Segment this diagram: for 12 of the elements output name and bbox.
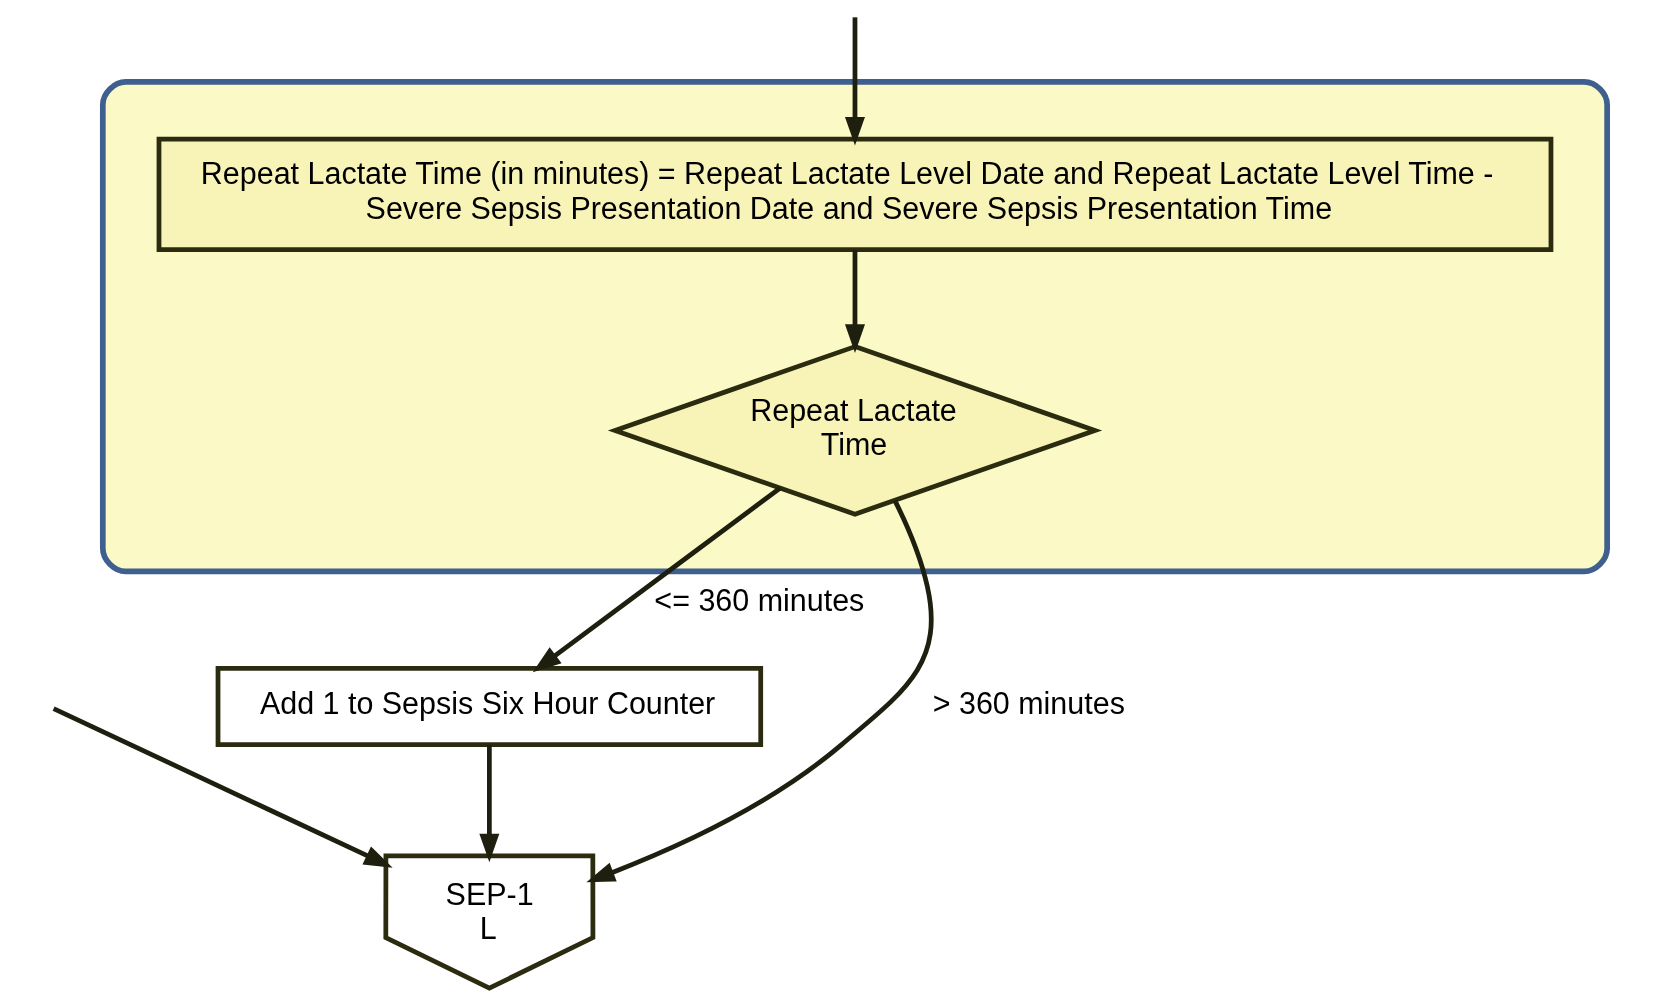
node-diamond: Repeat Lactate Time [607,344,1103,517]
arrow [479,745,500,863]
arrow [52,706,393,868]
arrow [844,17,865,146]
edge-label: <= 360 minutes [654,582,865,617]
cluster [99,79,1610,575]
arrow [844,250,865,353]
arrow [586,499,934,883]
arrow [532,486,782,673]
node-box: Add 1 to Sepsis Six Hour Counter [215,666,764,747]
edge-label: > 360 minutes [932,685,1125,720]
node-box: Repeat Lactate Time (in minutes) = Repeat Lactate Level Date and Repeat Lactate Level Time - Severe Sepsis Presentation Date and Severe Sepsis Presentation Time [156,136,1554,252]
